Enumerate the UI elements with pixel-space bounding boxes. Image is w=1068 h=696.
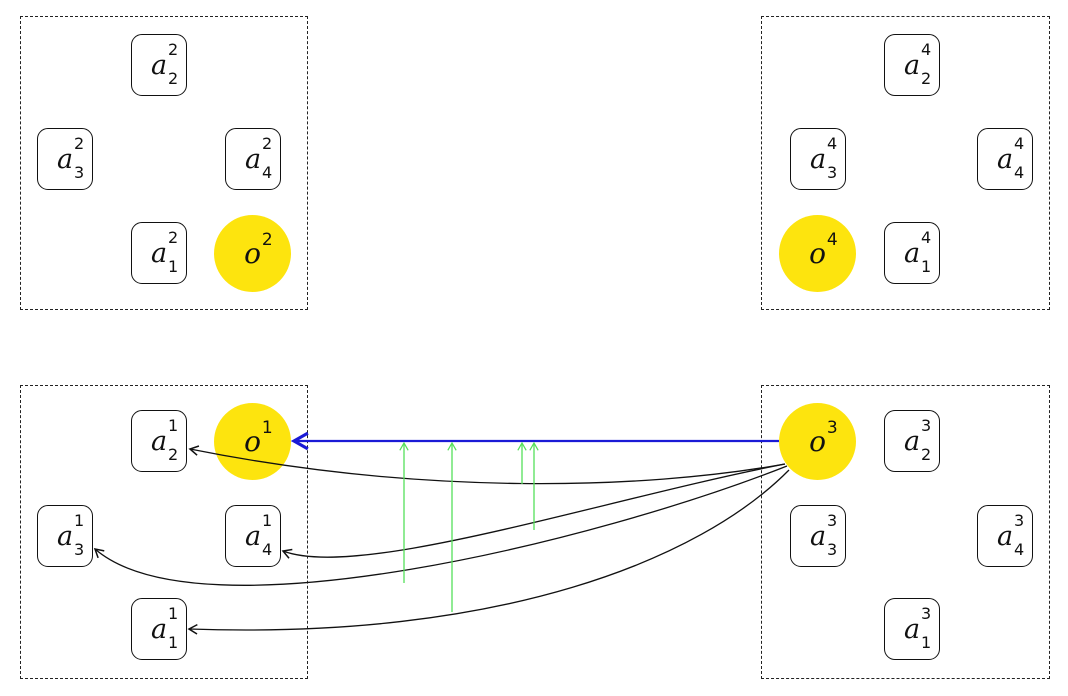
edge-o3-to-a1-2 [188, 445, 786, 485]
cluster-1 [20, 385, 308, 679]
cluster-4 [761, 16, 1050, 310]
edge-o3-to-a1-4 [281, 463, 786, 559]
edge-o3-to-a1-3 [93, 465, 788, 586]
cluster-3 [761, 385, 1050, 679]
edge-o3-to-a1-1 [187, 469, 790, 635]
cluster-2 [20, 16, 308, 310]
